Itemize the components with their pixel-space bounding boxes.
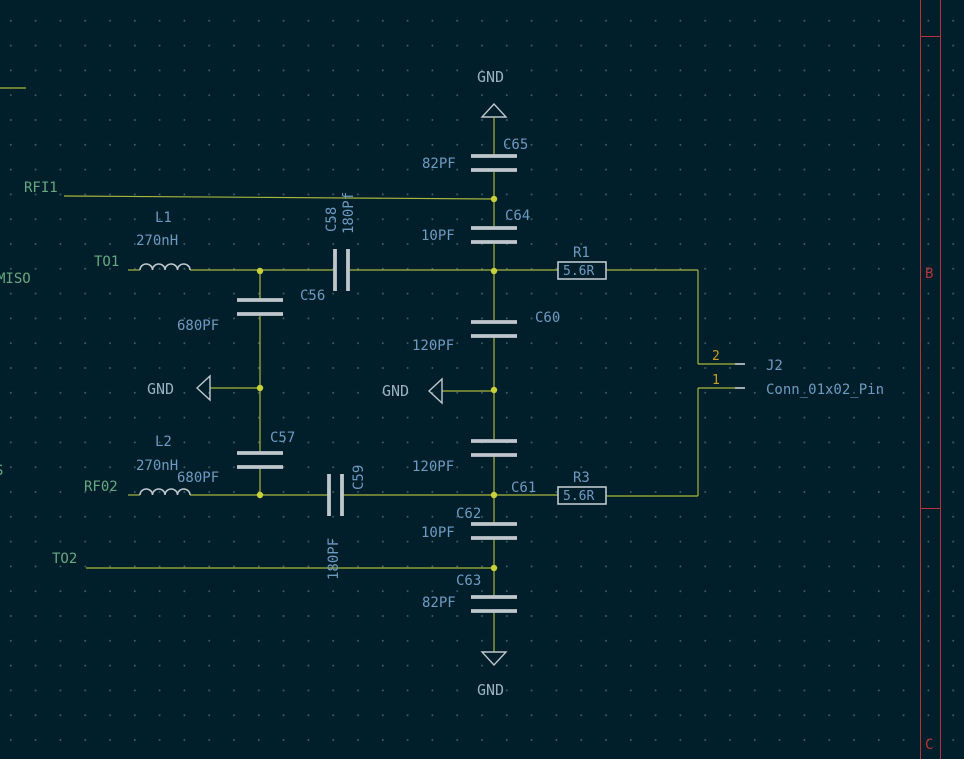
wires[interactable] (0, 87, 745, 652)
junction-dot (490, 267, 498, 275)
c62-value: 10PF (421, 525, 455, 541)
gnd-bottom-symbol[interactable]: GND (477, 651, 508, 699)
l1-ref: L1 (155, 210, 172, 226)
c61-ref: C61 (511, 480, 536, 496)
capacitor-c59[interactable]: C59 180PF (326, 465, 367, 580)
c58-ref: C58 (324, 207, 340, 232)
junction-dot (490, 564, 498, 572)
gnd-mid-label: GND (382, 382, 409, 400)
capacitor-c57[interactable]: C57 680PF (177, 430, 295, 486)
net-label-rfi1[interactable]: RFI1 (24, 180, 58, 196)
net-label-s[interactable]: S (0, 463, 3, 479)
c62-ref: C62 (456, 506, 481, 522)
junction-dot (490, 491, 498, 499)
c59-value: 180PF (326, 538, 342, 580)
capacitor-c61[interactable]: C61 120PF (412, 439, 536, 496)
net-label-to1[interactable]: TO1 (94, 254, 119, 270)
resistor-r3[interactable]: R3 5.6R (557, 470, 607, 505)
junction-dot (490, 386, 498, 394)
capacitor-c65[interactable]: C65 82PF (422, 137, 528, 172)
sheet-border (920, 0, 941, 759)
capacitor-c56[interactable]: C56 680PF (177, 288, 325, 334)
l2-ref: L2 (155, 434, 172, 450)
capacitor-c63[interactable]: C63 82PF (422, 573, 517, 613)
capacitor-c60[interactable]: C60 120PF (412, 310, 560, 354)
j2-ref: J2 (766, 358, 783, 374)
junction-dot (256, 267, 264, 275)
border-zone-c: C (925, 737, 933, 753)
capacitor-c62[interactable]: C62 10PF (421, 506, 517, 541)
c57-value: 680PF (177, 470, 219, 486)
c65-ref: C65 (503, 137, 528, 153)
gnd-arrow-icon (480, 651, 508, 667)
c60-value: 120PF (412, 338, 454, 354)
inductor-l1[interactable]: L1 270nH (136, 210, 191, 271)
gnd-bottom-label: GND (477, 681, 504, 699)
c58-value: 180Pf (341, 192, 357, 234)
junction-dot (256, 491, 264, 499)
j2-value: Conn_01x02_Pin (766, 382, 884, 398)
r3-value: 5.6R (563, 489, 594, 504)
gnd-left-symbol[interactable]: GND (147, 374, 211, 402)
coil-icon (139, 488, 191, 496)
junction-dot (256, 384, 264, 392)
gnd-mid-symbol[interactable]: GND (382, 377, 443, 405)
net-label-rf02[interactable]: RF02 (84, 479, 118, 495)
junctions (256, 195, 498, 572)
net-label-miso[interactable]: MISO (0, 271, 31, 287)
c57-ref: C57 (270, 430, 295, 446)
resistor-r1[interactable]: R1 5.6R (557, 245, 607, 280)
border-zone-b: B (925, 266, 933, 282)
r1-value: 5.6R (563, 264, 594, 279)
l2-value: 270nH (136, 458, 178, 474)
c63-ref: C63 (456, 573, 481, 589)
c64-ref: C64 (505, 208, 530, 224)
c63-value: 82PF (422, 595, 456, 611)
j2-pin-1: 1 (712, 373, 720, 388)
r1-ref: R1 (573, 245, 590, 261)
gnd-left-label: GND (147, 380, 174, 398)
c56-ref: C56 (300, 288, 325, 304)
gnd-arrow-icon (427, 377, 443, 405)
gnd-top-symbol[interactable]: GND (477, 68, 508, 156)
l1-value: 270nH (136, 233, 178, 249)
c60-ref: C60 (535, 310, 560, 326)
coil-icon (139, 263, 191, 271)
c59-ref: C59 (351, 465, 367, 490)
gnd-arrow-icon (195, 374, 211, 402)
capacitor-c64[interactable]: C64 10PF (421, 208, 530, 244)
j2-pin-2: 2 (712, 349, 720, 364)
gnd-top-label: GND (477, 68, 504, 86)
c61-value: 120PF (412, 459, 454, 475)
inductor-l2[interactable]: L2 270nH (136, 434, 191, 496)
connector-j2[interactable]: 2 1 J2 Conn_01x02_Pin (712, 349, 884, 398)
net-label-to2[interactable]: TO2 (52, 551, 77, 567)
c65-value: 82PF (422, 156, 456, 172)
r3-ref: R3 (573, 470, 590, 486)
c56-value: 680PF (177, 318, 219, 334)
capacitor-c58[interactable]: C58 180Pf (324, 192, 357, 291)
junction-dot (490, 195, 498, 203)
c64-value: 10PF (421, 228, 455, 244)
